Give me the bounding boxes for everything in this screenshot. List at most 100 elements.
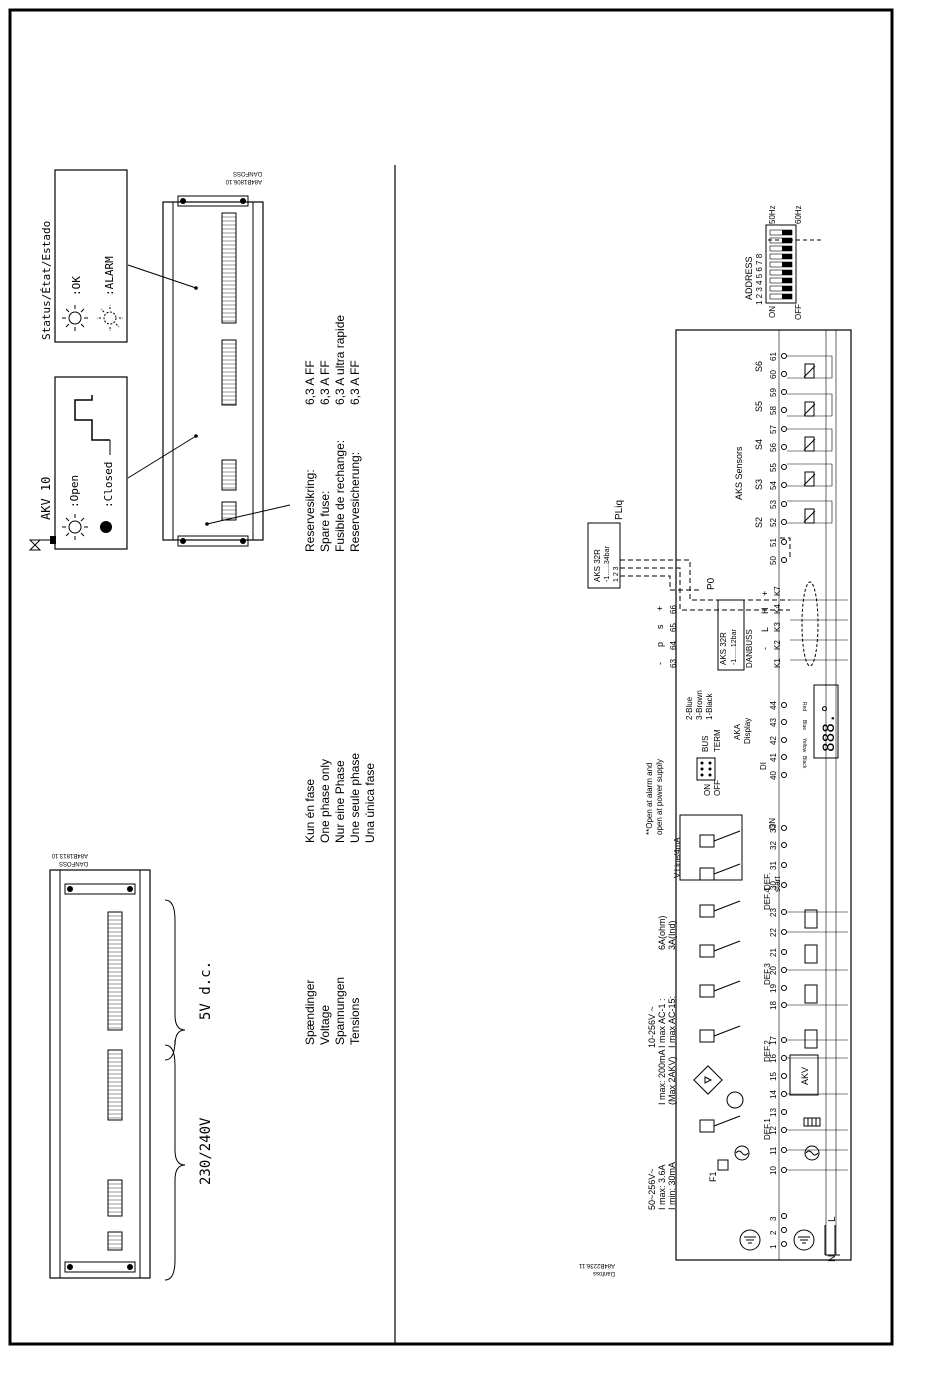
terminal-screw (781, 1037, 787, 1043)
terminal-screw (781, 737, 787, 743)
terminal-screw (781, 882, 787, 888)
terminal-number: 54 (769, 481, 778, 490)
terminal-number: 61 (769, 352, 778, 361)
terminal-screw (781, 1073, 787, 1079)
terminal-number: 57 (769, 425, 778, 434)
jumper-bus-label: BUS (701, 736, 710, 752)
phase-label: Nur eine Phase (333, 760, 347, 843)
terminal-number: 51 (769, 538, 778, 547)
p0-label: P0 (706, 577, 717, 590)
fuse-label: Reservesicherung: (348, 452, 362, 552)
terminal-screw (781, 557, 787, 563)
module2-code: DANFOSS (233, 170, 262, 176)
fuse-label-list: Reservesikring:Spare fuse:Fusible de rec… (303, 440, 362, 552)
status-alarm-label: :ALARM (103, 256, 116, 296)
display-color-label: Red (801, 702, 807, 711)
phase-label: Une seule phase (348, 753, 362, 843)
imax-line: I max: 200mA (657, 1049, 667, 1105)
status-title: Status/État/Estado (40, 221, 53, 340)
status-alarm-led-icon (97, 305, 123, 331)
zone-low-voltage: 5V d.c. (198, 961, 214, 1020)
voltage-label: Spændinger (303, 980, 317, 1045)
relay-spec-value: 3A(Ind) (667, 920, 677, 950)
terminal-number: 23 (769, 908, 778, 917)
fuse-label: Fusible de rechange: (333, 440, 347, 552)
shield-loop (801, 581, 819, 667)
relay-spec-line: I max AC-15: (667, 996, 677, 1048)
defrost-label: DEF.2 (763, 1040, 772, 1062)
danbuss-terminal-label: + (760, 591, 770, 596)
terminal-number: 33 (769, 824, 778, 833)
def-start-label: DEF. (763, 873, 772, 890)
hz60-label: 60Hz (794, 205, 803, 224)
terminal-screw (781, 482, 787, 488)
controller-module-1: DANFOSS A84B1813.10 230/240V 5V d.c. (49, 852, 214, 1281)
terminal-number: 43 (769, 718, 778, 727)
terminal-number: 20 (769, 966, 778, 975)
terminal-number: 31 (769, 861, 778, 870)
terminal-screw (781, 519, 787, 525)
fuse-value: 6,3 A ultra rapide (333, 315, 347, 405)
display-digits: 888.° (819, 704, 838, 752)
supply-spec-line: I min: 30mA (667, 1162, 677, 1210)
aks32r-p0-label: AKS 32R (719, 632, 728, 665)
terminal-screw (781, 825, 787, 831)
terminal-screw (781, 1241, 787, 1247)
status-indicator-box: Status/État/Estado :OK :ALARM (40, 169, 128, 343)
terminal-screw (781, 1109, 787, 1115)
wire-color: 2-Blue (685, 696, 694, 720)
terminal-number: 18 (769, 1001, 778, 1010)
ground-symbol-icon (793, 1229, 815, 1251)
relay-coil (699, 984, 715, 998)
sensor-label: S3 (754, 479, 764, 490)
phase-label: One phase only (318, 759, 332, 843)
terminal-screw (781, 371, 787, 377)
display-color-label: Blue (801, 720, 807, 730)
address-label: ADDRESS (744, 256, 754, 300)
pressure-terminal-label: p (655, 642, 665, 647)
fuse-label: Spare fuse: (318, 491, 332, 552)
terminal-number: 42 (769, 736, 778, 745)
pressure-terminal-label: + (655, 606, 665, 611)
open-alarm-line: **Open at alarm and (645, 763, 654, 836)
relay-spec-line: 10-256V ~ (647, 1006, 657, 1048)
terminal-screw (781, 444, 787, 450)
terminal-number: 58 (769, 406, 778, 415)
terminal-number: 32 (769, 841, 778, 850)
danbuss-terminal-label: L (760, 627, 770, 632)
terminal-number: 52 (769, 518, 778, 527)
imax-line: (Max 2AKV) (667, 1056, 677, 1105)
relay-coil (804, 1029, 818, 1049)
phase-label: Una única fase (363, 763, 377, 843)
pressure-terminal-number: 64 (669, 641, 678, 650)
address-on-label: ON (768, 306, 777, 318)
akv-indicator-box: AKV 10 :Open :Closed (28, 376, 128, 551)
pliq-label: PLiq (614, 500, 625, 520)
defrost-label: DEF.3 (763, 963, 772, 985)
hz50-label: 50Hz (768, 205, 777, 224)
danbuss-terminal-label: - (760, 647, 770, 650)
relay-spec: 10-256V ~I max AC-1 :I max AC-15:6A(ohm)… (647, 915, 677, 1048)
bus-term-jumper (696, 757, 716, 781)
open-alarm-line: open at power supply (655, 759, 664, 835)
pressure-terminal-number: 65 (669, 623, 678, 632)
pressure-terminal-label: s (655, 624, 665, 629)
terminal-number: 17 (769, 1036, 778, 1045)
terminal-screw (781, 1213, 787, 1219)
transistor-icon (726, 1091, 744, 1109)
terminal-number: 21 (769, 948, 778, 957)
aks32r-pliq-label: AKS 32R (593, 549, 602, 582)
jumper-term-label: TERM (713, 729, 722, 752)
di-label: DI (759, 762, 768, 770)
bridge-rectifier-icon (693, 1065, 723, 1095)
terminal-screw (781, 1091, 787, 1097)
terminal-number: 60 (769, 370, 778, 379)
terminal-screw (781, 501, 787, 507)
akv-closed-led-icon (100, 521, 112, 533)
terminal-number: 22 (769, 928, 778, 937)
relay-coil (804, 984, 818, 1004)
